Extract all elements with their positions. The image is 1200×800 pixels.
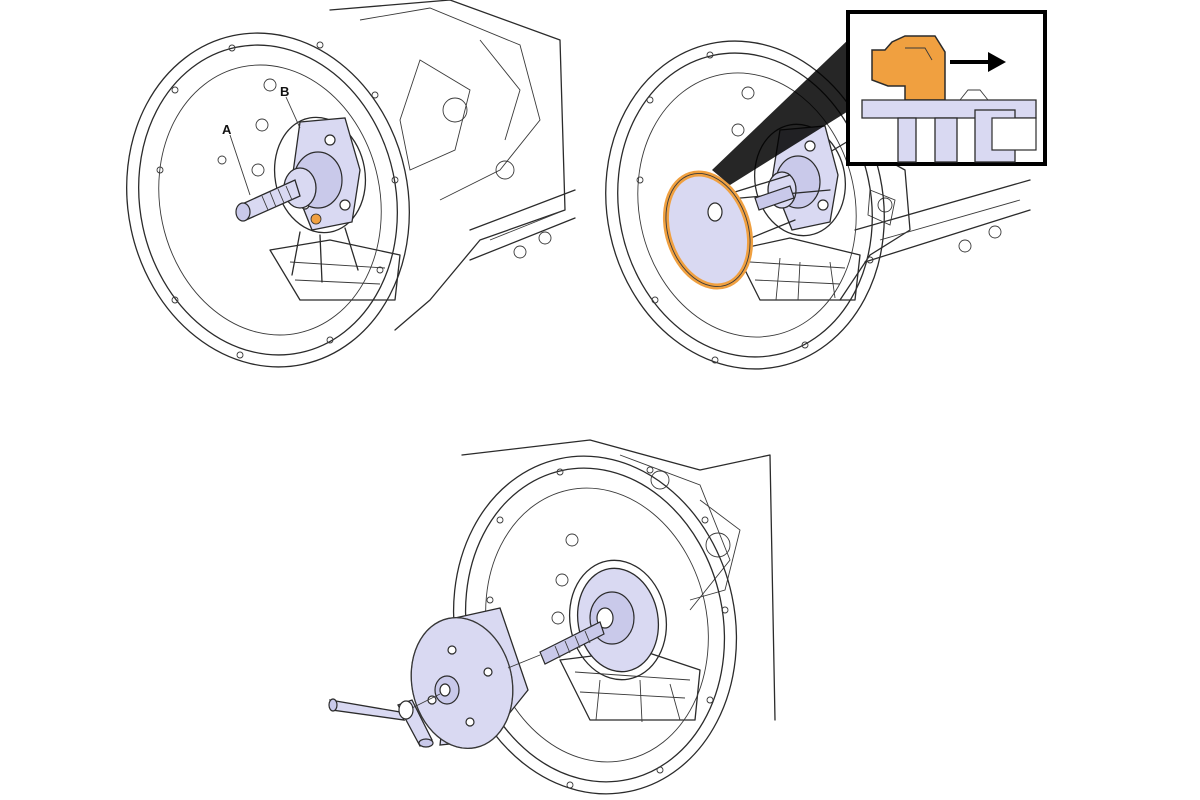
inset-detail-drawing: [861, 35, 1037, 163]
inset-seal-profile: [871, 35, 946, 101]
panel-3: [328, 439, 776, 795]
panel-2-bell-housing: [605, 40, 885, 370]
panel-1: A B: [126, 0, 576, 368]
panel-3-installer-drum: [410, 607, 541, 750]
panel-2-inset-callout: [712, 10, 1047, 185]
panel-1-callout-a: A: [222, 122, 251, 196]
panel-2: [605, 10, 1047, 370]
rear-seal-ring: [662, 170, 754, 290]
locating-pin-marker: [310, 213, 322, 225]
label-b: B: [280, 84, 289, 99]
panel-3-tommy-bar: [328, 693, 441, 748]
panel-1-seal-tool: [235, 116, 367, 283]
right-arrow-icon: [950, 52, 1006, 72]
label-a: A: [222, 122, 232, 137]
panel-1-bell-housing: [126, 32, 410, 368]
panel-2-seal-tool: [662, 123, 847, 290]
panel-1-callout-b: B: [280, 84, 301, 129]
panel-3-seal-installer: [539, 559, 668, 681]
